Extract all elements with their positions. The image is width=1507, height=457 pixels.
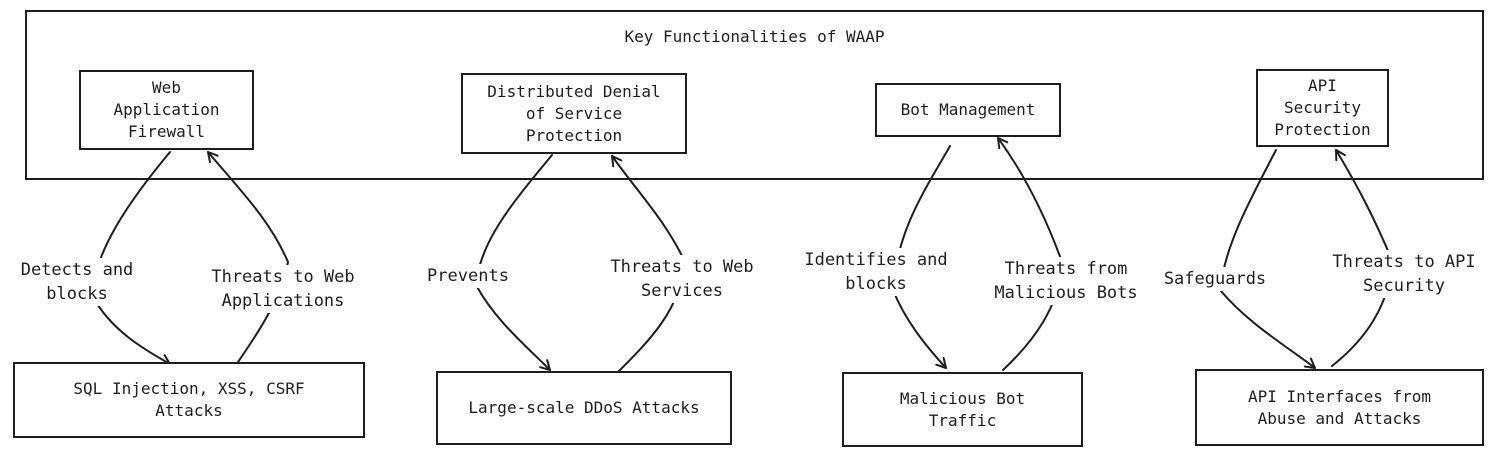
feature-box-api: API Security Protection bbox=[1256, 69, 1389, 147]
target-box-api: API Interfaces from Abuse and Attacks bbox=[1195, 369, 1484, 446]
label-bot-identifies: Identifies and blocks bbox=[788, 248, 964, 296]
target-box-bot: Malicious Bot Traffic bbox=[842, 372, 1083, 447]
label-bot-threats: Threats from Malicious Bots bbox=[978, 257, 1154, 305]
label-api-threats: Threats to API Security bbox=[1316, 250, 1492, 298]
arrow-api-safeguards bbox=[1219, 149, 1316, 369]
arrow-ddos-prevents bbox=[475, 154, 553, 371]
target-box-waf: SQL Injection, XSS, CSRF Attacks bbox=[13, 362, 365, 438]
label-ddos-threats: Threats to Web Services bbox=[595, 255, 769, 303]
label-waf-threats: Threats to Web Applications bbox=[196, 265, 370, 313]
arrow-waf-threats bbox=[207, 151, 289, 363]
feature-box-bot: Bot Management bbox=[875, 83, 1061, 137]
target-box-ddos: Large-scale DDoS Attacks bbox=[436, 371, 732, 445]
label-api-safeguards: Safeguards bbox=[1152, 267, 1278, 291]
waap-container: Key Functionalities of WAAP bbox=[25, 10, 1484, 180]
feature-box-waf: Web Application Firewall bbox=[79, 70, 254, 150]
label-ddos-prevents: Prevents bbox=[417, 264, 519, 288]
diagram-title: Key Functionalities of WAAP bbox=[624, 27, 885, 46]
feature-box-ddos: Distributed Denial of Service Protection bbox=[461, 73, 687, 154]
label-waf-detects: Detects and blocks bbox=[6, 258, 148, 306]
